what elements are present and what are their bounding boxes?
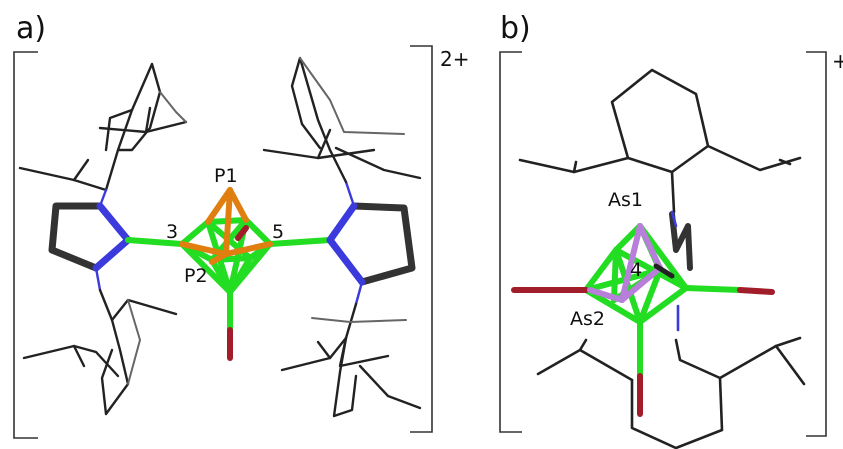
- right-n-links: [344, 180, 364, 306]
- label-4: 4: [630, 259, 642, 281]
- label-as2: As2: [570, 308, 605, 330]
- b10-cage-b: [583, 223, 743, 379]
- left-imidazolium: [48, 202, 132, 272]
- bromine-a: [227, 225, 249, 361]
- left-upper-aryl: [18, 62, 188, 192]
- panel-b: b) +: [499, 11, 843, 449]
- panel-a-letter: a): [16, 11, 46, 46]
- label-as1: As1: [608, 189, 643, 211]
- panel-a-left-bracket: [13, 51, 38, 439]
- panel-b-left-bracket: [499, 51, 522, 433]
- panel-a-charge: 2+: [440, 47, 469, 71]
- lower-aryl-b: [536, 336, 806, 449]
- right-lower-aryl: [280, 302, 422, 418]
- imidazolium-b: [669, 211, 693, 271]
- molecule-b-structure: [511, 68, 806, 449]
- phosphorus-a: [179, 187, 273, 265]
- right-upper-aryl: [262, 56, 422, 184]
- panel-b-right-bracket: [806, 51, 827, 437]
- panel-b-charge: +: [832, 49, 843, 73]
- panel-b-letter: b): [500, 11, 531, 46]
- left-upper-aryl-back: [159, 91, 187, 123]
- panel-a: a) 2+: [13, 11, 469, 439]
- bromine-b: [511, 287, 775, 417]
- right-imidazolium: [326, 202, 416, 286]
- upper-aryl-b: [518, 68, 802, 214]
- n-links-b: [670, 210, 680, 332]
- label-p2: P2: [184, 265, 208, 287]
- left-n-links: [94, 188, 108, 292]
- left-lower-aryl: [22, 288, 178, 416]
- panel-a-right-bracket: [410, 45, 433, 433]
- arsenic-b: [587, 223, 663, 303]
- right-upper-aryl-back: [299, 57, 405, 135]
- carbon-b: [653, 263, 675, 279]
- label-p1: P1: [214, 165, 238, 187]
- label-3: 3: [166, 221, 178, 243]
- right-lower-aryl-back: [311, 317, 407, 323]
- label-5: 5: [272, 221, 284, 243]
- left-lower-aryl-back: [127, 299, 141, 385]
- molecule-a-structure: [18, 56, 422, 418]
